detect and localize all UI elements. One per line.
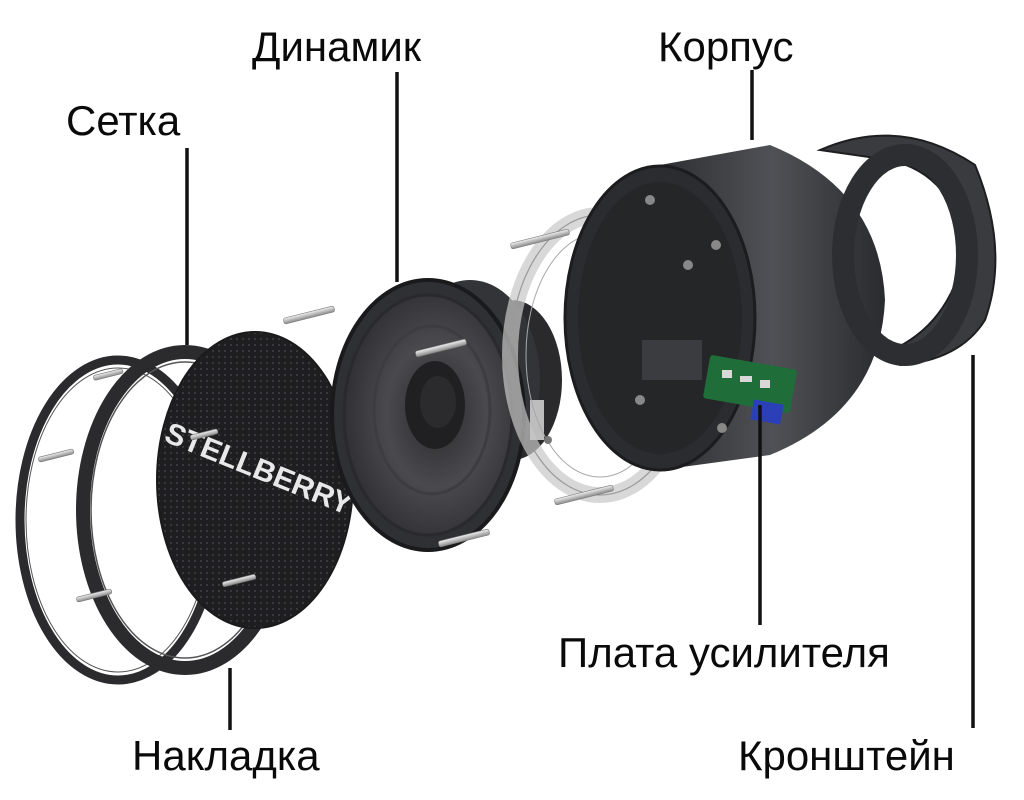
leader-lines bbox=[185, 70, 975, 730]
label-amplifier-board: Плата усилителя bbox=[558, 629, 890, 676]
label-bracket: Кронштейн bbox=[738, 732, 955, 779]
speaker-driver bbox=[330, 278, 562, 552]
trim-screws bbox=[38, 368, 257, 603]
label-speaker: Динамик bbox=[252, 23, 422, 70]
label-housing: Корпус bbox=[658, 23, 794, 70]
grille: STELLBERRY bbox=[156, 331, 357, 629]
label-trim-cover: Накладка bbox=[132, 732, 320, 779]
bracket bbox=[816, 134, 997, 367]
housing bbox=[563, 145, 885, 472]
speaker-screws bbox=[283, 305, 490, 548]
label-grille: Сетка bbox=[66, 97, 181, 144]
